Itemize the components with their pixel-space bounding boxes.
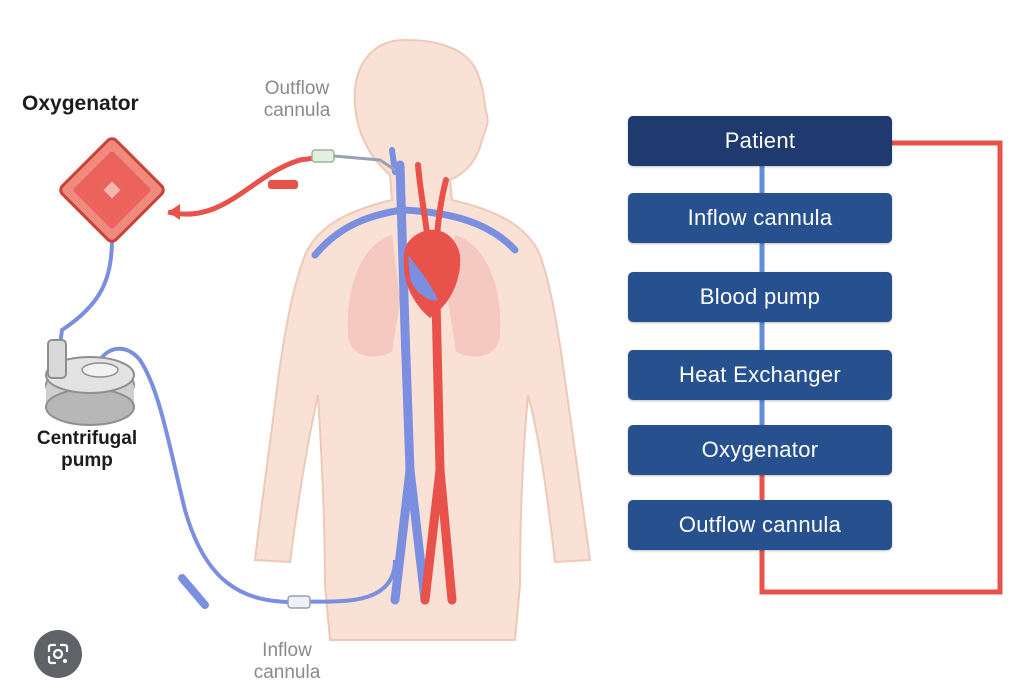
centrifugal-pump-device xyxy=(45,339,135,426)
outflow-cannula-line xyxy=(333,154,396,172)
venous-vessels xyxy=(311,147,519,605)
arterial-tube xyxy=(167,154,323,217)
venous-return-tube xyxy=(98,346,397,605)
flow-arrow xyxy=(268,180,298,189)
body-silhouette xyxy=(253,38,592,641)
right-lung xyxy=(448,235,501,357)
left-lung xyxy=(347,235,400,357)
flow-step-outflow-cannula: Outflow cannula xyxy=(628,500,892,550)
inflow-cannula-connector xyxy=(287,595,311,609)
centrifugal-pump-label: Centrifugal pump xyxy=(36,428,138,471)
pump-to-oxygenator-tube xyxy=(58,239,114,346)
inflow-arrow xyxy=(178,574,209,609)
flowchart-red-loop xyxy=(759,140,1003,595)
oxygenator-label: Oxygenator xyxy=(22,92,139,115)
google-lens-button[interactable] xyxy=(34,630,82,678)
flow-step-blood-pump: Blood pump xyxy=(628,272,892,322)
flow-step-heat-exchanger: Heat Exchanger xyxy=(628,350,892,400)
google-lens-icon xyxy=(47,643,69,665)
heart-venous xyxy=(408,255,438,301)
flow-step-inflow-cannula: Inflow cannula xyxy=(628,193,892,243)
flow-step-oxygenator: Oxygenator xyxy=(628,425,892,475)
inflow-cannula-label: Inflow cannula xyxy=(253,640,321,683)
arterial-tube-arrowhead xyxy=(168,204,180,220)
oxygenator-device xyxy=(59,137,165,243)
heart xyxy=(403,229,461,318)
outflow-cannula-label: Outflow cannula xyxy=(263,78,331,121)
outflow-cannula-connector xyxy=(311,149,335,163)
flow-step-patient: Patient xyxy=(628,116,892,166)
